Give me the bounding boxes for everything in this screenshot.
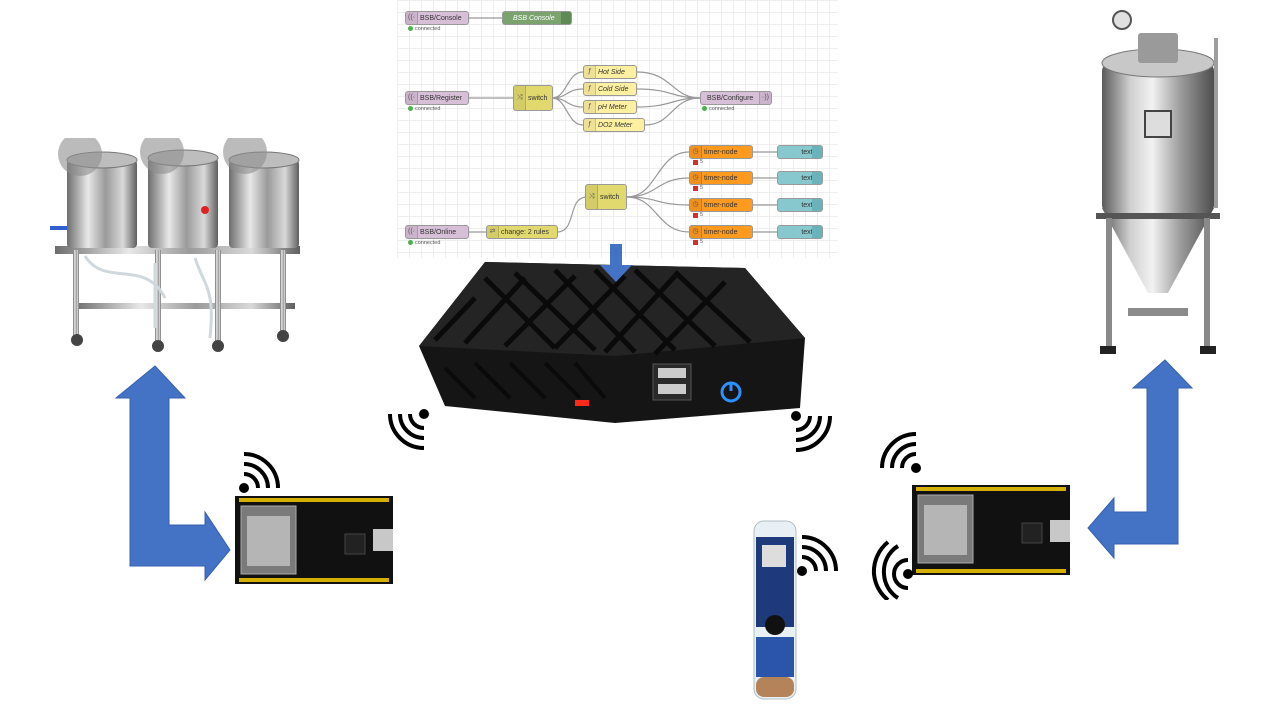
mqtt-status: connected [702,106,734,112]
mqtt-in-node-online: ((· BSB/Online [405,225,469,239]
mqtt-status: connected [408,106,440,112]
debug-node-text-1: text [777,145,823,159]
mqtt-in-node-register: ((· BSB/Register [405,91,469,105]
function-node-do2-meter: ƒ DO2 Meter [583,118,645,132]
mqtt-icon: ((· [408,228,415,235]
timer-status-dot [693,160,698,165]
mini-pc-picture [419,262,805,423]
clock-icon: ◷ [692,228,699,235]
debug-node-text-3: text [777,198,823,212]
sensor-probe-picture [753,520,797,700]
debug-list-icon [812,172,822,184]
mqtt-status: connected [408,26,440,32]
esp32-board-picture [912,485,1070,575]
mqtt-in-node-console: ((· BSB/Console [405,11,469,25]
mqtt-out-node-configure: BSB/Configure ·)) [700,91,772,105]
debug-list-icon [812,199,822,211]
mqtt-icon: ((· [408,14,415,21]
node-red-flow-panel: ((· BSB/Console connected BSB Console ((… [397,0,838,258]
mqtt-icon: ((· [408,94,415,101]
wifi-signal-icon [239,452,280,493]
clock-icon: ◷ [692,174,699,181]
wifi-signal-icon [791,411,832,452]
function-node-hot-side: ƒ Hot Side [583,65,637,79]
change-node: ⇄ change: 2 rules [486,225,558,239]
timer-status-dot [693,186,698,191]
wifi-signal-icon [880,432,921,473]
function-icon: ƒ [587,121,592,128]
fermenter-picture [1096,10,1220,354]
switch-icon: ⤨ [588,193,595,200]
timer-node-1: ◷ timer-node [689,145,753,159]
debug-list-icon [812,146,822,158]
debug-node-text-2: text [777,171,823,185]
timer-status-text: 5 [700,159,704,165]
debug-list-icon [812,226,822,238]
timer-status-text: 5 [700,239,704,245]
brewing-system-picture [50,138,300,352]
mqtt-icon: ·)) [759,92,771,104]
function-icon: ƒ [587,103,592,110]
switch-node-register: ⤨ switch [513,85,553,111]
timer-status-dot [693,213,698,218]
timer-node-3: ◷ timer-node [689,198,753,212]
mqtt-status: connected [408,240,440,246]
timer-node-4: ◷ timer-node [689,225,753,239]
clock-icon: ◷ [692,201,699,208]
right-double-arrow-icon [1087,359,1194,560]
timer-status-text: 5 [700,212,704,218]
debug-toggle-icon [561,12,571,24]
function-node-cold-side: ƒ Cold Side [583,82,637,96]
timer-node-2: ◷ timer-node [689,171,753,185]
debug-node-console: BSB Console [502,11,572,25]
wifi-signal-icon [797,535,838,576]
esp32-board-picture [235,496,393,584]
debug-node-text-4: text [777,225,823,239]
timer-status-dot [693,240,698,245]
wifi-signal-icon [871,540,913,600]
function-icon: ƒ [587,68,592,75]
clock-icon: ◷ [692,148,699,155]
left-double-arrow-icon [114,365,231,582]
change-icon: ⇄ [489,228,496,235]
wifi-signal-icon [388,409,429,450]
switch-node-online: ⤨ switch [585,184,627,210]
down-arrow-icon [600,244,632,282]
function-icon: ƒ [587,85,592,92]
timer-status-text: 5 [700,185,704,191]
switch-icon: ⤨ [516,94,523,101]
function-node-ph-meter: ƒ pH Meter [583,100,637,114]
flow-wires [469,17,777,233]
